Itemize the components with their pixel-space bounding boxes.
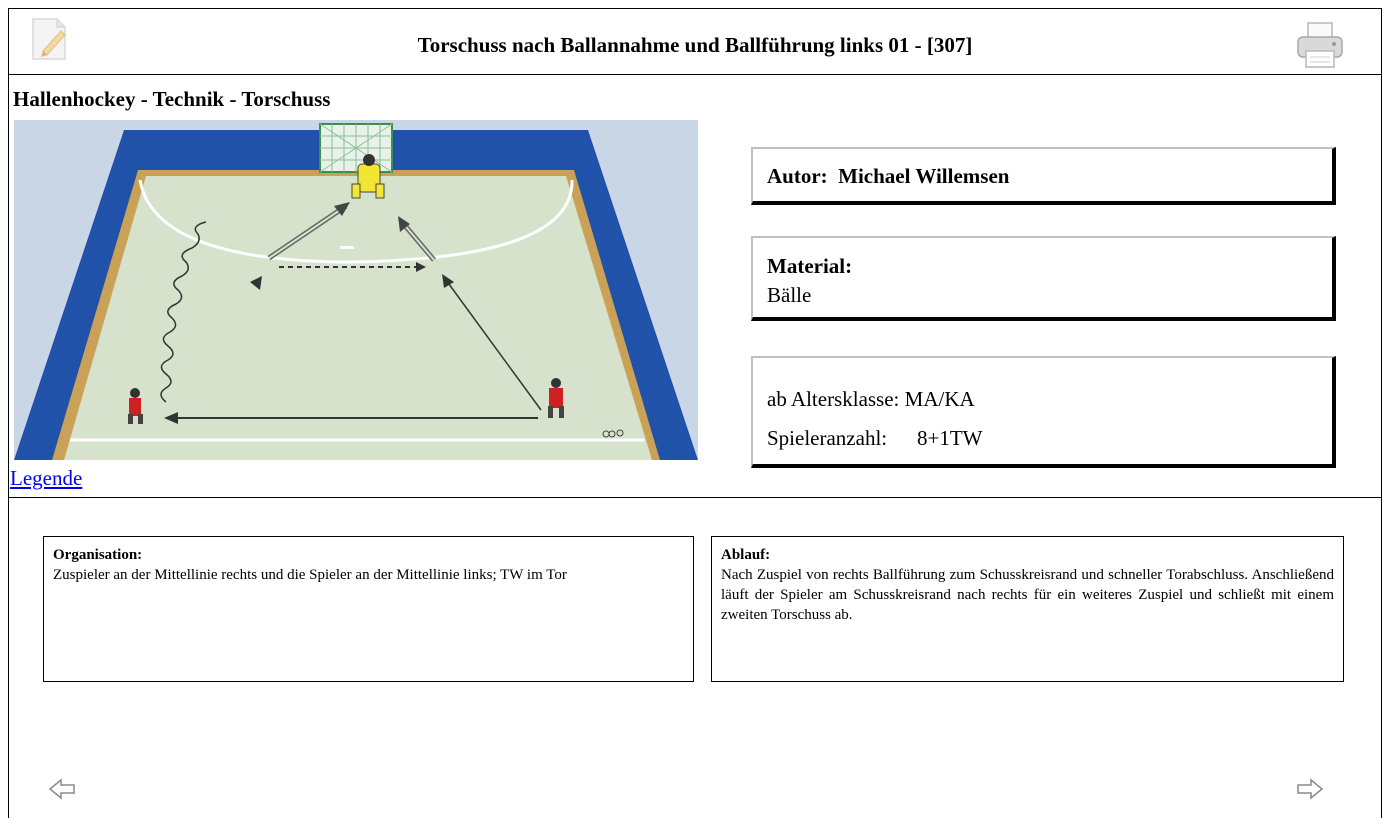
printer-icon[interactable] (1294, 19, 1346, 71)
meta-box: ab Altersklasse: MA/KA Spieleranzahl: 8+1… (751, 356, 1336, 468)
ablauf-text: Nach Zuspiel von rechts Ballführung zum … (721, 567, 1334, 623)
ablauf-box: Ablauf: Nach Zuspiel von rechts Ballführ… (711, 536, 1344, 682)
arrow-right-icon[interactable] (1296, 778, 1324, 800)
organisation-text: Zuspieler an der Mittellinie rechts und … (53, 567, 567, 583)
ablauf-heading: Ablauf: (721, 547, 771, 563)
players-label: Spieleranzahl: (767, 426, 888, 450)
field-diagram (14, 120, 698, 460)
age-label: ab Altersklasse: (767, 387, 900, 411)
legend-link[interactable]: Legende (10, 466, 83, 490)
category-heading: Hallenhockey - Technik - Torschuss (13, 87, 331, 111)
age-value: MA/KA (904, 387, 975, 411)
material-label: Material: (767, 254, 853, 278)
divider (9, 497, 1381, 498)
author-label: Autor: (767, 164, 828, 188)
arrow-left-icon[interactable] (48, 778, 76, 800)
header: Torschuss nach Ballannahme und Ballführu… (9, 9, 1381, 75)
organisation-box: Organisation: Zuspieler an der Mittellin… (43, 536, 694, 682)
page-frame (8, 8, 1382, 818)
page-title: Torschuss nach Ballannahme und Ballführu… (417, 33, 973, 57)
edit-icon[interactable] (23, 13, 75, 65)
material-box: Material: Bälle (751, 236, 1336, 321)
author-value: Michael Willemsen (838, 164, 1010, 188)
material-value: Bälle (767, 283, 812, 307)
author-box: Autor: Michael Willemsen (751, 147, 1336, 205)
organisation-heading: Organisation: (53, 547, 143, 563)
players-value: 8+1TW (917, 426, 983, 450)
